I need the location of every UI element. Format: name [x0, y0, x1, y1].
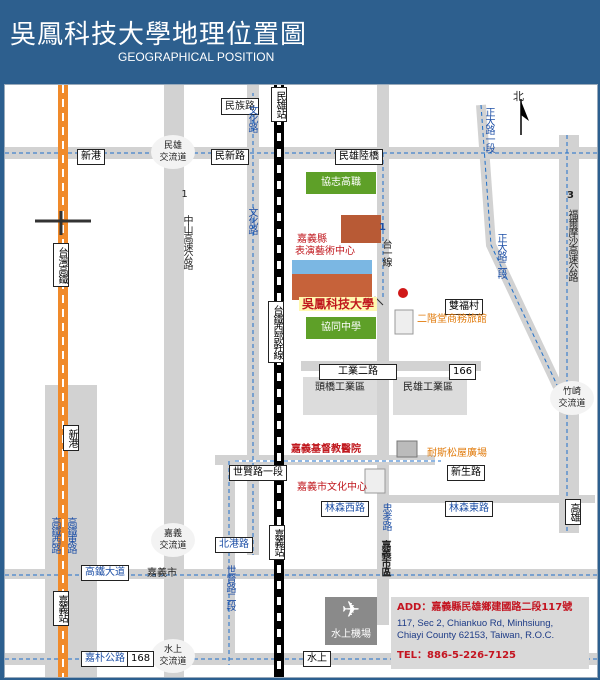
page-title: 吳鳳科技大學地理位置圖	[10, 20, 308, 50]
art-center-building	[341, 215, 381, 243]
minxiong-station-label: 民雄站	[271, 87, 287, 122]
address-en-line2: Chiayi County 62153, Taiwan, R.O.C.	[397, 630, 555, 641]
hotel-label: 二階堂商務旅館	[417, 314, 487, 325]
zhuqi-interchange: 竹崎交流道	[550, 381, 594, 415]
zhengda-road2-label: 正大路二段	[495, 233, 506, 278]
shuishang-interchange: 水上交流道	[151, 639, 195, 673]
zhongshan-freeway-label: 中山高速公路	[181, 215, 192, 269]
wenhua-road	[247, 85, 259, 555]
page-subtitle: GEOGRAPHICAL POSITION	[118, 50, 275, 64]
chiayi-city-label: 嘉義市	[147, 568, 177, 579]
fwy3-shield: 3	[567, 190, 574, 201]
shuishang-airport: ✈ 水上機場	[325, 597, 377, 645]
toucheo-industrial-label: 頭橋工業區	[315, 382, 365, 393]
minzu-road-label: 民族路	[221, 98, 259, 115]
wenhua-road-top-label: 文化路	[246, 105, 257, 132]
xiezhi-high-school: 協志高職	[306, 172, 376, 194]
christian-hospital-label: 嘉義基督教醫院	[291, 444, 361, 455]
shixian-road2-label: 世賢路二段	[224, 565, 235, 610]
minxiong-overpass-label: 民雄陸橋	[335, 149, 383, 165]
hsr-east-road-label: 高鐵東路	[65, 517, 76, 553]
zhengda-road1-label: 正大路一段	[483, 107, 494, 152]
wenhua-road-label: 文化路	[246, 207, 257, 234]
taiwan-railway-label: 台鐵西部幹線	[268, 301, 284, 363]
minxiong-industrial-label: 民雄工業區	[403, 382, 453, 393]
linsen-east-road-label: 林森東路	[445, 501, 493, 517]
naisi-plaza-label: 耐斯松屋廣場	[427, 448, 487, 459]
address-box: ADD：嘉義縣民雄鄉建國路二段117號 117, Sec 2, Chiankuo…	[391, 597, 589, 669]
address-en-line1: 117, Sec 2, Chiankuo Rd, Minhsiung,	[397, 618, 554, 629]
art-center-line1: 嘉義縣	[297, 234, 327, 245]
gaotie-avenue-road	[5, 569, 597, 579]
fwy3-road	[559, 135, 579, 533]
culture-center-label: 嘉義市文化中心	[297, 482, 367, 493]
minxiong-interchange: 民雄交流道	[151, 135, 195, 169]
zhongshan-freeway-road	[164, 85, 184, 677]
fwy3-label: 福爾摩沙高速公路	[566, 209, 577, 281]
north-label: 北	[513, 90, 524, 103]
tai1-shield: 1	[379, 222, 386, 233]
xinsheng-road-label: 新生路	[447, 465, 485, 481]
xietong-high-school: 協同中學	[306, 317, 376, 339]
shuishang-label: 水上	[303, 651, 331, 667]
route168-label: 168	[127, 651, 155, 667]
route166-a-label: 166	[449, 364, 477, 380]
jiapu-road-label: 嘉朴公路	[81, 651, 129, 667]
address-zh: ADD：嘉義縣民雄鄉建國路二段117號	[397, 602, 573, 613]
art-center-line2: 表演藝術中心	[295, 246, 355, 257]
fwy1-shield: 1	[179, 189, 190, 199]
zhongxiao-road-label: 忠孝路	[380, 503, 391, 530]
wufeng-university-label[interactable]: 吳鳳科技大學	[299, 297, 378, 311]
kaohsiung-label: 高雄	[565, 499, 581, 525]
gongye-road2-label: 工業二路	[319, 364, 397, 380]
location-map[interactable]: 民族路 民雄站 文化路 北 新港 民新路 民雄陸橋 民雄交流道 正大路一段 正大…	[4, 84, 598, 678]
airplane-icon: ✈	[341, 598, 361, 623]
beigang-road-label: 北港路	[215, 537, 253, 553]
taiwan-hsr-label: 台灣高鐵	[53, 243, 69, 287]
chiayi-city-area-label: 嘉義市區	[379, 540, 390, 576]
telephone: TEL：886-5-226-7125	[397, 650, 517, 661]
minxin-road-label: 民新路	[211, 149, 249, 165]
xingang-left-label: 新港	[77, 149, 105, 165]
chiayi-interchange: 嘉義交流道	[151, 523, 195, 557]
hsr-chiayi-station-label: 嘉義站	[53, 591, 69, 626]
shixian-road1-label: 世賢路一段	[229, 465, 287, 481]
tai1-label: 台一線	[380, 239, 391, 266]
xingang-mid-label: 新港	[63, 425, 79, 451]
chiayi-station-label: 嘉義站	[269, 525, 285, 560]
shuangfu-village-label: 雙福村	[445, 299, 483, 315]
linsen-west-road-label: 林森西路	[321, 501, 369, 517]
gaotie-avenue-label: 高鐵大道	[81, 565, 129, 581]
map-roads	[5, 85, 597, 677]
hsr-west-road-label: 高鐵西路	[49, 517, 60, 553]
header: 吳鳳科技大學地理位置圖 GEOGRAPHICAL POSITION	[0, 0, 600, 80]
